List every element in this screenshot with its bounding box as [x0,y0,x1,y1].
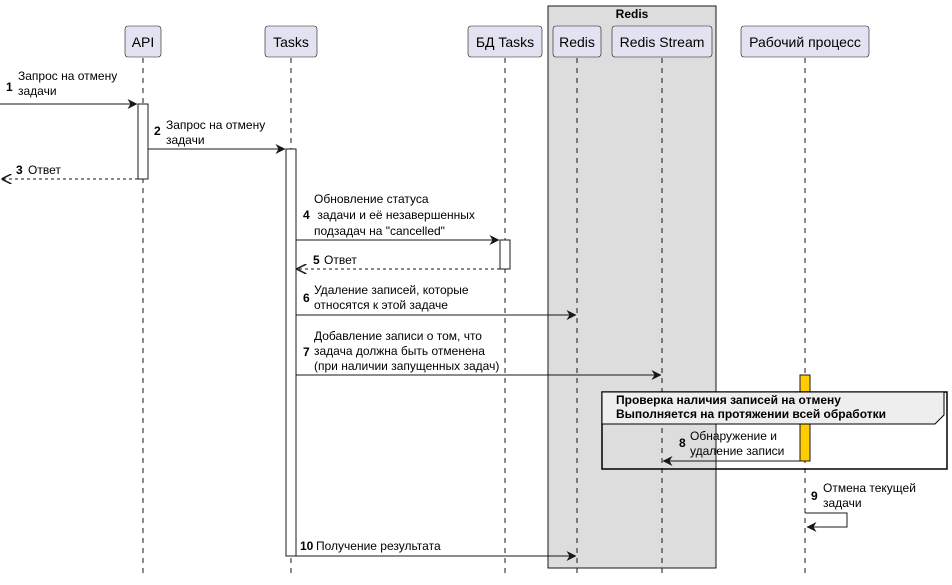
message-1-line-1: Запрос на отмену [18,69,117,83]
message-7-number: 7 [303,345,310,359]
message-5-line-1: Ответ [324,253,357,267]
participant-worker[interactable]: Рабочий процесс [740,25,870,58]
message-8-line-2: удаление записи [690,444,784,458]
participant-redis-label: Redis [559,34,595,50]
message-4-line-3: подзадач на "cancelled" [314,224,445,238]
note-line-2: Выполняется на протяжении всей обработки [616,407,886,421]
redis-group: Redis [547,5,717,569]
message-4-line-1: Обновление статуса [314,192,429,206]
message-7-line-1: Добавление записи о том, что [314,329,482,343]
participant-db-label: БД Tasks [476,34,534,50]
message-6-line-2: относятся к этой задаче [314,298,448,312]
message-4-number: 4 [303,208,310,222]
participant-tasks-label: Tasks [273,34,309,50]
message-6-number: 6 [303,291,310,305]
message-9: 9 Отмена текущей задачи [811,481,916,510]
message-9-line-2: задачи [823,496,862,510]
activation-db [499,239,511,270]
participant-redis[interactable]: Redis [552,25,602,58]
message-9-number: 9 [811,489,818,503]
note-line-1: Проверка наличия записей на отмену [616,393,841,407]
message-10-line-1: Получение результата [316,539,441,553]
activation-tasks [285,148,297,557]
message-2-number: 2 [154,124,161,138]
message-3-line-1: Ответ [28,163,61,177]
participant-api[interactable]: API [124,25,162,58]
arrow-9 [805,512,848,532]
message-7-line-3: (при наличии запущенных задач) [314,359,499,373]
message-8-line-1: Обнаружение и [690,429,777,443]
message-8: 8 Обнаружение и удаление записи [679,429,784,458]
message-2: 2 Запрос на отмену задачи [154,118,265,147]
participant-worker-label: Рабочий процесс [749,34,861,50]
message-7: 7 Добавление записи о том, что задача до… [303,329,499,373]
message-4-line-2: задачи и её незавершенных [314,208,475,222]
message-10: 10 Получение результата [300,539,441,553]
participant-redis-stream[interactable]: Redis Stream [611,25,713,58]
message-1-number: 1 [6,80,13,94]
message-10-number: 10 [300,539,314,553]
message-3-number: 3 [16,163,23,177]
loop-note: Проверка наличия записей на отмену Выпол… [601,391,948,470]
participant-tasks[interactable]: Tasks [264,25,318,58]
message-7-line-2: задача должна быть отменена [314,344,485,358]
message-5: 5 Ответ [313,253,357,267]
message-2-line-2: задачи [166,133,205,147]
message-arrows [0,99,848,561]
message-8-number: 8 [679,436,686,450]
message-6: 6 Удаление записей, которые относятся к … [303,283,469,312]
message-6-line-1: Удаление записей, которые [314,283,469,297]
message-1-line-2: задачи [18,84,57,98]
activation-api [137,103,149,180]
message-1: 1 Запрос на отмену задачи [6,69,117,98]
message-5-number: 5 [313,253,320,267]
message-4: 4 Обновление статуса задачи и её незавер… [303,192,475,238]
message-3: 3 Ответ [16,163,61,177]
participant-stream-label: Redis Stream [620,34,705,50]
message-2-line-1: Запрос на отмену [166,118,265,132]
message-9-line-1: Отмена текущей [823,481,916,495]
participant-db-tasks[interactable]: БД Tasks [467,25,543,58]
participant-api-label: API [132,34,155,50]
redis-group-title: Redis [616,7,649,21]
